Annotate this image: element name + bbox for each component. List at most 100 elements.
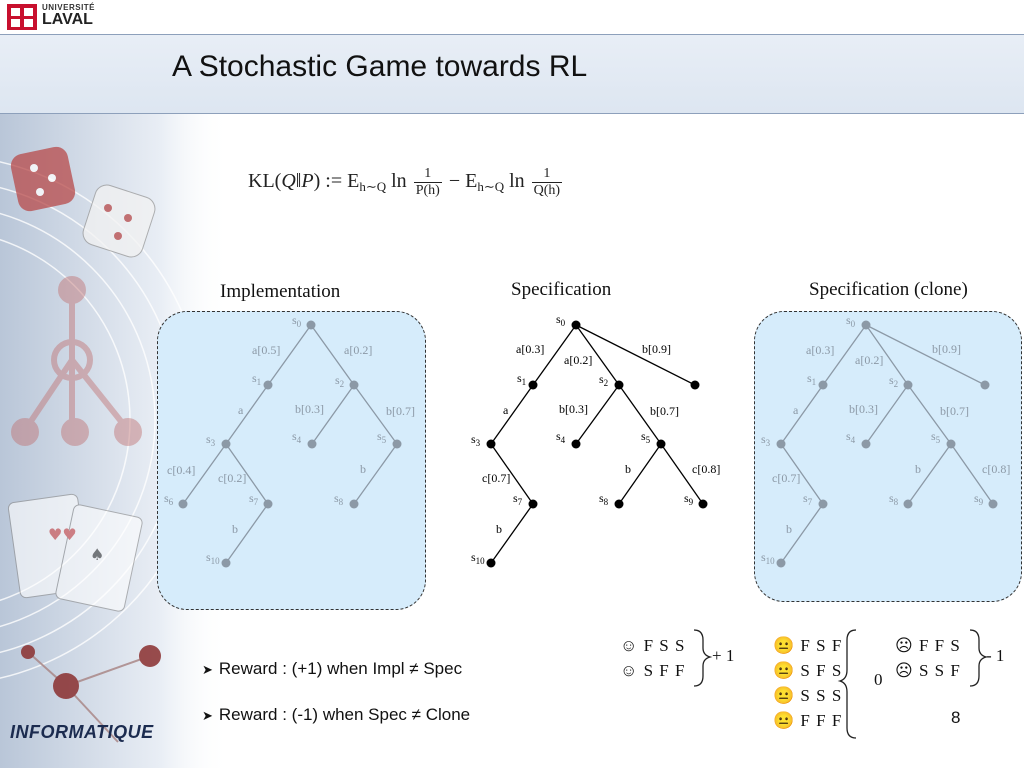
outcome-minus-2: ☹ S S F (895, 661, 961, 680)
outcome-plus-1: ☺ F S S (620, 636, 686, 655)
bullet-reward-plus: ➤ Reward : (+1) when Impl ≠ Spec (202, 659, 462, 679)
label-s0: s0 (846, 313, 856, 329)
logo-laval-text: LAVAL (42, 11, 93, 28)
edge-b07: b[0.7] (940, 404, 969, 418)
node-s5 (656, 439, 666, 449)
node-s8 (903, 499, 913, 509)
node-s10 (221, 558, 231, 568)
node-s0 (571, 320, 581, 330)
edge-a03: a[0.3] (516, 342, 544, 356)
playing-cards-icon: ♥♥ ♠ (7, 493, 143, 612)
logo-university-text: UNIVERSITÉ (42, 3, 96, 12)
bullet-text: Reward : (+1) when Impl ≠ Spec (218, 659, 463, 678)
outcome-plus-2: ☺ S F F (620, 661, 686, 680)
svg-text:♥♥: ♥♥ (48, 525, 77, 544)
ln-1: ln (386, 170, 412, 193)
node-s3 (776, 439, 786, 449)
label-s10: s10 (206, 550, 220, 566)
node-s4 (861, 439, 871, 449)
edge-c02: c[0.2] (218, 471, 246, 485)
assign-text: ) := E (313, 170, 360, 193)
node-s8 (614, 499, 624, 509)
edge-a02: a[0.2] (855, 353, 883, 367)
edge-b07: b[0.7] (650, 404, 679, 418)
label-s0: s0 (292, 313, 302, 329)
node-s10 (776, 558, 786, 568)
node-s9 (988, 499, 998, 509)
node-s3 (221, 439, 231, 449)
label-s0: s0 (556, 312, 566, 328)
bullet-text: Reward : (-1) when Spec ≠ Clone (218, 705, 471, 724)
sep-symbol: ‖ (295, 170, 302, 193)
node-s0 (306, 320, 316, 330)
label-s5: s5 (641, 429, 651, 445)
label-s1: s1 (807, 371, 816, 387)
arrow-bullet-icon: ➤ (202, 662, 213, 677)
label-s9: s9 (684, 491, 694, 507)
outcome-zero-1: 😐 F S F (773, 636, 843, 655)
label-s3: s3 (471, 432, 481, 448)
edge-c08: c[0.8] (982, 462, 1010, 476)
node-s7 (263, 499, 273, 509)
node-leaf-b09 (690, 380, 700, 390)
p-symbol: P (301, 170, 314, 193)
label-s2: s2 (889, 373, 898, 389)
edge-a02: a[0.2] (564, 353, 592, 367)
node-s7 (818, 499, 828, 509)
brace-plus (693, 629, 713, 687)
reward-minus-value: - 1 (986, 646, 1005, 665)
node-s1 (818, 380, 828, 390)
edge-b-s7: b (786, 522, 792, 536)
kl-text: KL( (248, 170, 282, 193)
fraction-1-den: P(h) (415, 183, 440, 198)
edge-b03: b[0.3] (849, 402, 878, 416)
edge-a02: a[0.2] (344, 343, 372, 357)
label-s1: s1 (252, 371, 261, 387)
outcome-zero-4: 😐 F F F (773, 711, 843, 730)
slide-title: A Stochastic Game towards RL (172, 50, 588, 83)
edge-a03: a[0.3] (806, 343, 834, 357)
node-s5 (392, 439, 402, 449)
tree-title-implementation: Implementation (220, 281, 341, 302)
edge-c07: c[0.7] (772, 471, 800, 485)
page-number: 8 (951, 708, 961, 727)
label-s2: s2 (599, 372, 608, 388)
minus-text: − E (443, 170, 478, 193)
node-s9 (698, 499, 708, 509)
edge-b09: b[0.9] (642, 342, 671, 356)
edge-b-s5: b (625, 462, 631, 476)
edge-a05: a[0.5] (252, 343, 280, 357)
node-s4 (571, 439, 581, 449)
node-s2 (349, 380, 359, 390)
fraction-2-num: 1 (531, 166, 563, 183)
fraction-2-den: Q(h) (533, 183, 561, 198)
label-s7: s7 (513, 491, 523, 507)
molecule-icon (11, 276, 142, 446)
label-s6: s6 (164, 491, 174, 507)
node-s1 (528, 380, 538, 390)
node-s8 (349, 499, 359, 509)
arrow-bullet-icon: ➤ (202, 708, 213, 723)
implementation-box (157, 311, 426, 610)
label-s4: s4 (292, 429, 302, 445)
ln-2: ln (504, 170, 530, 193)
node-s3 (486, 439, 496, 449)
node-s7 (528, 499, 538, 509)
node-s5 (946, 439, 956, 449)
label-s3: s3 (206, 432, 216, 448)
label-s5: s5 (931, 429, 941, 445)
label-s3: s3 (761, 432, 771, 448)
edge-c07: c[0.7] (482, 471, 510, 485)
title-band (0, 34, 1024, 114)
tree-title-specification-clone: Specification (clone) (809, 279, 968, 300)
outcome-minus-1: ☹ F F S (895, 636, 961, 655)
tree-title-specification: Specification (511, 279, 612, 300)
subscript-1: h∼Q (359, 179, 387, 195)
node-s10 (486, 558, 496, 568)
label-s7: s7 (249, 491, 259, 507)
edge-b-s7: b (232, 522, 238, 536)
